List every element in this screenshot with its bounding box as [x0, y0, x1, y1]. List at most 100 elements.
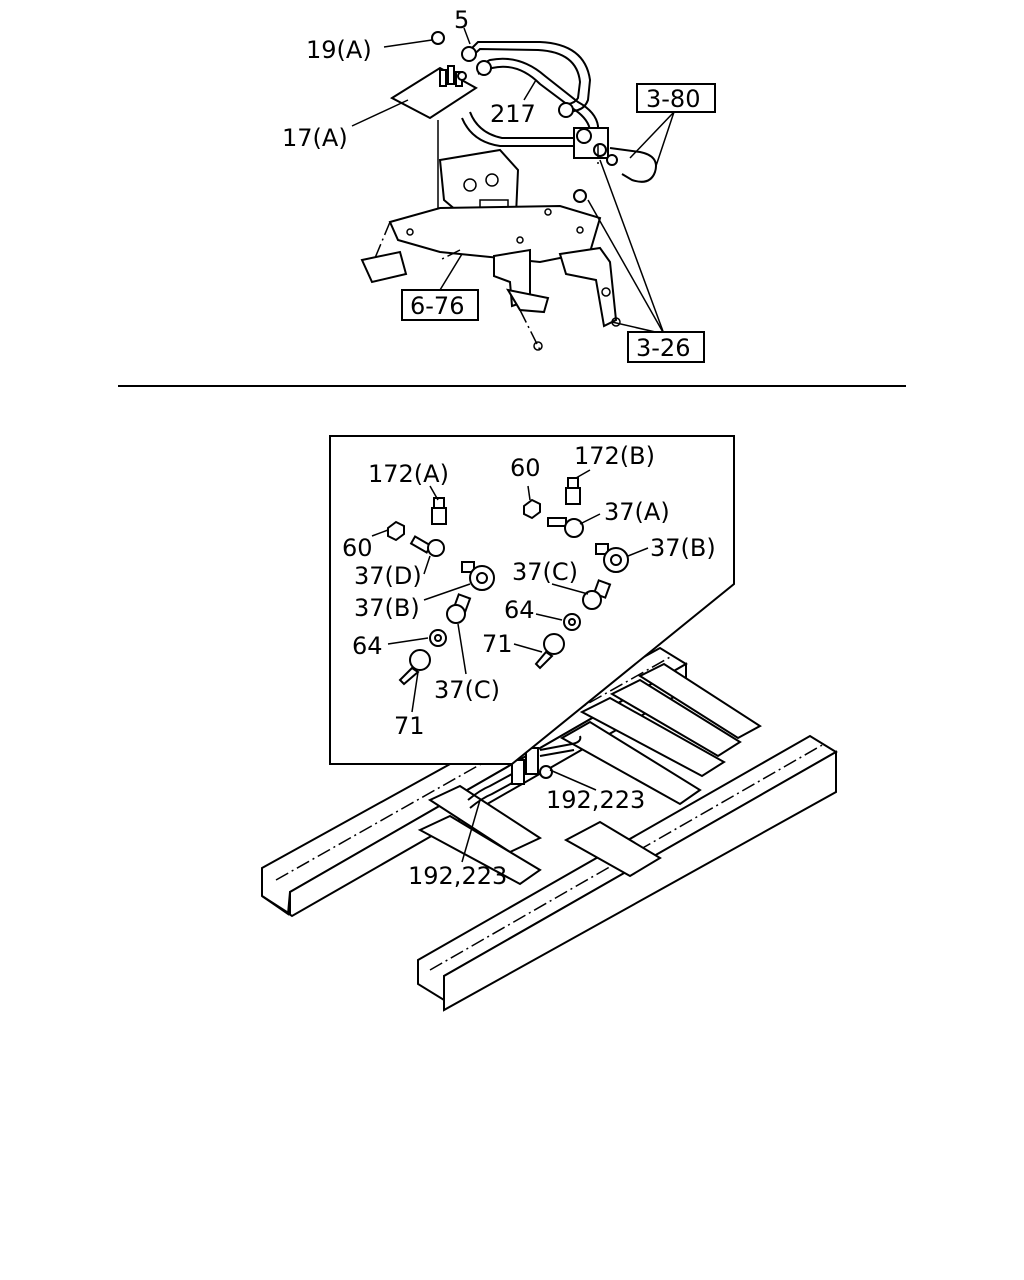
part-60-right-icon — [523, 498, 541, 520]
bolt-cluster-icon — [439, 65, 467, 87]
leader-37b-right — [627, 547, 649, 557]
callout-71-right: 71 — [482, 630, 513, 658]
right-bracket — [558, 246, 618, 328]
part-172a-icon — [431, 497, 447, 525]
leader-60-right — [527, 485, 531, 501]
pipe-3-80 — [609, 147, 657, 183]
frame-pipe-left-b — [469, 781, 515, 809]
part-71-right-icon — [534, 633, 565, 670]
frame-pipe-right — [539, 735, 582, 751]
pipe-217-inner — [477, 65, 591, 140]
leader-192-223-right — [549, 769, 597, 791]
valve-port — [576, 128, 592, 144]
part-64-left-icon — [429, 629, 447, 647]
callout-17a: 17(A) — [282, 124, 348, 152]
leader-217 — [523, 79, 537, 101]
part-37c-right-icon — [582, 579, 612, 610]
ref-dash — [439, 249, 461, 261]
part-71-left-icon — [398, 649, 431, 686]
nut-19a-icon — [431, 31, 445, 45]
ref-6-76: 6-76 — [410, 292, 464, 320]
leader-192-223-left — [461, 799, 481, 863]
left-bracket-dash — [367, 221, 391, 263]
pipe-5 — [469, 41, 592, 113]
callout-172a: 172(A) — [368, 460, 449, 488]
chassis-frame: 192,223 192,223 — [261, 646, 838, 1012]
center-bracket-dash — [519, 309, 541, 351]
leader-17a — [351, 99, 409, 127]
cross-member — [427, 784, 543, 854]
cross-member — [559, 720, 702, 806]
ref-box-3-26 — [627, 331, 705, 363]
leader-3-80-b — [655, 111, 675, 167]
part-172b-icon — [565, 477, 581, 505]
nut-icon — [476, 60, 492, 76]
leader-5 — [463, 27, 471, 45]
leader-19a — [383, 39, 433, 48]
leader-37c-left — [457, 623, 467, 675]
callout-37a: 37(A) — [604, 498, 670, 526]
leader-71-right — [513, 643, 543, 653]
callout-5: 5 — [454, 6, 469, 34]
leader-37d — [423, 555, 431, 575]
leader-37a — [579, 513, 601, 525]
part-37d-icon — [409, 535, 445, 557]
callout-60-right: 60 — [510, 454, 541, 482]
nut-icon — [461, 46, 477, 62]
leader-3-80-a — [629, 111, 675, 159]
callout-64-left: 64 — [352, 632, 383, 660]
leader-6-76 — [439, 253, 463, 291]
callout-19a: 19(A) — [306, 36, 372, 64]
leader-64-left — [387, 637, 429, 645]
right-rail-side — [443, 750, 837, 1012]
pipe-5-inner — [469, 47, 582, 107]
ref-box-3-80 — [636, 83, 716, 113]
callout-37d: 37(D) — [354, 562, 422, 590]
fitting-nut-icon — [539, 765, 553, 779]
part-37b-right-icon — [595, 543, 629, 573]
detail-inset: 172(A) 60 37(D) 37(B) 64 37(C) 71 60 172… — [329, 435, 735, 765]
callout-192-223-right: 192,223 — [546, 786, 645, 814]
center-bracket-foot — [505, 288, 550, 314]
callout-37b-left: 37(B) — [354, 594, 420, 622]
leader-3-26-a — [599, 159, 665, 335]
left-foot — [360, 250, 408, 284]
valve-port-2 — [593, 143, 607, 157]
callout-64-right: 64 — [504, 596, 535, 624]
leader-37c-right — [551, 583, 589, 595]
ref-box-6-76 — [401, 289, 479, 321]
cross-member — [579, 696, 726, 778]
nut-icon — [558, 102, 574, 118]
leader-71-left — [411, 671, 419, 713]
leader-172b — [575, 469, 591, 479]
ref-3-26: 3-26 — [636, 334, 690, 362]
leader-172a — [429, 485, 439, 501]
part-64-right-icon — [563, 613, 581, 631]
upper-assembly: 19(A) 17(A) 5 217 3-80 6-76 3-26 — [282, 6, 716, 363]
pipe-fitting — [606, 154, 618, 166]
cross-member — [563, 820, 662, 878]
frame-pipe-left — [467, 763, 521, 801]
leader-64-right — [535, 613, 563, 621]
callout-217: 217 — [490, 100, 536, 128]
leader-60-left — [371, 529, 389, 537]
part-37a-icon — [547, 517, 584, 538]
callout-60-left: 60 — [342, 534, 373, 562]
leader-37b-left — [423, 583, 471, 601]
leader-3-26-b — [587, 199, 665, 335]
ref-3-80: 3-80 — [646, 85, 700, 113]
callout-192-223-left: 192,223 — [408, 862, 507, 890]
cross-member — [609, 678, 742, 758]
left-rail-center — [275, 655, 673, 881]
callout-37c-right: 37(C) — [512, 558, 578, 586]
frame-pipe-right-b — [539, 749, 575, 757]
part-60-left-icon — [387, 520, 405, 542]
part-37b-left-icon — [461, 561, 495, 591]
callout-172b: 172(B) — [574, 442, 655, 470]
part-37c-left-icon — [446, 593, 472, 624]
nut-icon — [573, 189, 587, 203]
callout-37c-left: 37(C) — [434, 676, 500, 704]
cross-member — [417, 814, 542, 886]
